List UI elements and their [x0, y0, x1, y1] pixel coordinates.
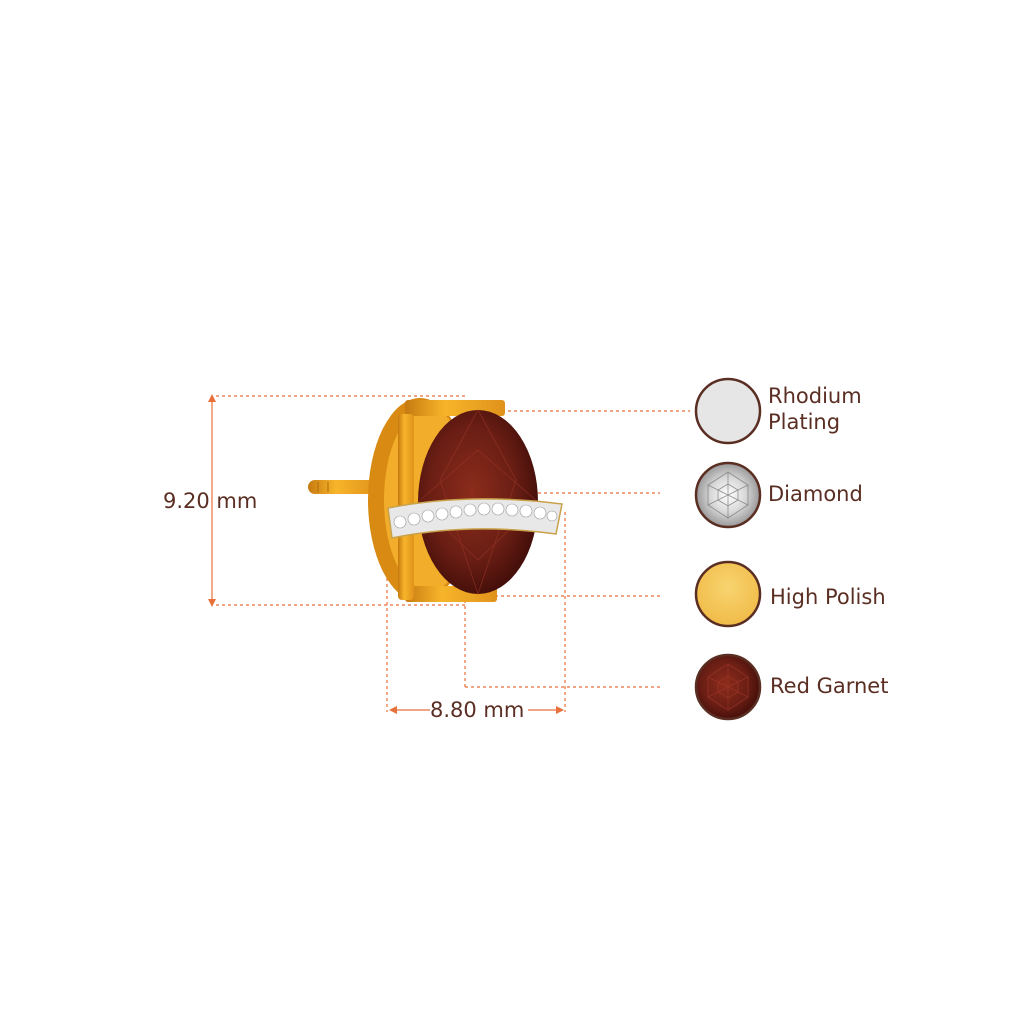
height-dimension-label: 9.20 mm: [163, 489, 258, 513]
rhodium-swatch-icon: [694, 377, 762, 445]
diamond-band: [387, 498, 563, 539]
dimension-lines: [211, 395, 690, 712]
legend-label-high-polish: High Polish: [770, 585, 886, 609]
legend-label-red-garnet: Red Garnet: [770, 674, 889, 698]
diamond-pave: [393, 502, 558, 529]
width-dimension-label: 8.80 mm: [430, 698, 525, 722]
legend-label-diamond: Diamond: [768, 482, 863, 506]
arrow-left-icon: [389, 706, 397, 714]
legend-swatches: [694, 377, 762, 721]
earring-post: [308, 480, 378, 494]
arrow-right-icon: [556, 706, 564, 714]
high-polish-swatch-icon: [694, 560, 762, 628]
dimension-arrowheads: [208, 394, 564, 714]
legend-label-rhodium-line1: Rhodium: [768, 384, 862, 408]
arrow-down-icon: [208, 599, 216, 607]
arrow-up-icon: [208, 394, 216, 402]
legend-label-rhodium-line2: Plating: [768, 410, 841, 434]
earring-image: [308, 398, 563, 602]
legend-label-rhodium: Rhodium Plating: [768, 383, 862, 435]
